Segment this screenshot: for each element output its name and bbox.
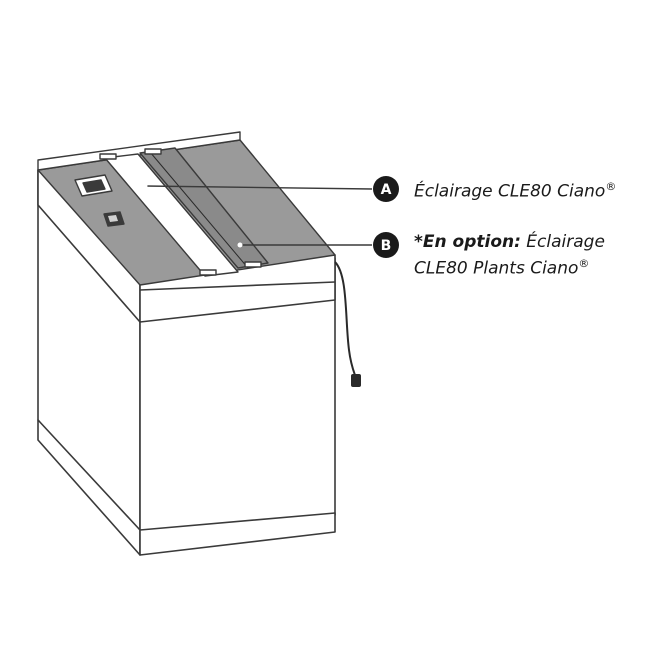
cabinet — [37, 169, 336, 556]
callout-b-text-line1: Éclairage — [520, 232, 605, 252]
callout-b-registered: ® — [578, 257, 590, 270]
front-band-line — [139, 281, 336, 291]
callout-b-option-prefix: *En option: — [414, 232, 521, 252]
cable-plug — [351, 374, 361, 387]
power-cable — [334, 261, 357, 379]
callout-b-text-line2: CLE80 Plants Ciano — [414, 258, 579, 279]
leader-dot-a — [142, 183, 148, 189]
strip-clip — [99, 153, 117, 160]
badge-a: A — [373, 176, 399, 202]
badge-b: B — [373, 232, 399, 258]
lid — [37, 131, 336, 286]
feeding-hatch-inner — [82, 179, 106, 193]
callout-a-registered: ® — [605, 180, 617, 193]
callout-a-label: Éclairage CLE80 Ciano® — [414, 176, 616, 203]
light-strip-a — [104, 153, 239, 277]
strip-b-rail — [149, 151, 249, 269]
leader-dot-b — [237, 242, 243, 248]
strip-clip — [144, 148, 162, 155]
strip-clip — [244, 261, 262, 268]
leader-line-a — [144, 185, 373, 190]
strip-clip — [199, 269, 217, 276]
badge-a-letter: A — [381, 182, 392, 198]
callout-a-text: Éclairage CLE80 Ciano — [414, 181, 606, 202]
badge-b-letter: B — [381, 238, 392, 254]
control-panel-screen — [108, 215, 118, 222]
base-trim-front — [139, 512, 336, 556]
callout-b-label: *En option: Éclairage CLE80 Plants Ciano… — [414, 232, 605, 280]
